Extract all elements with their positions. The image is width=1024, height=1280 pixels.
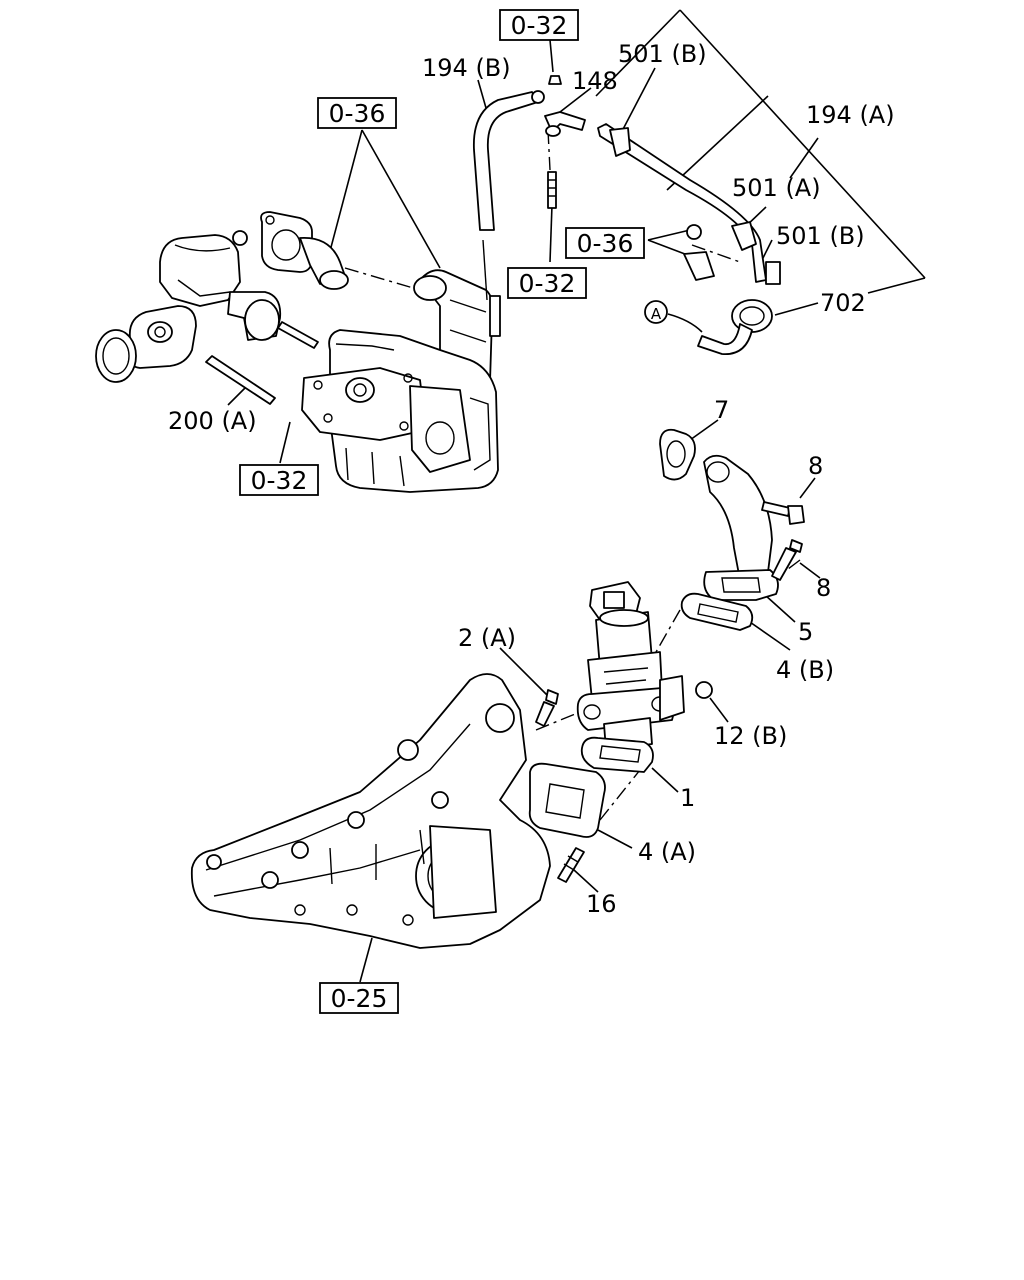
label-501b-right: 501 (B) — [776, 222, 865, 250]
nut-12b — [695, 681, 713, 699]
label-1: 1 — [680, 784, 695, 812]
label-8-lower: 8 — [816, 574, 831, 602]
ref-box-0-32-mid: 0-32 — [507, 267, 587, 299]
ref-0-32-top: 0-32 — [511, 11, 568, 40]
label-5: 5 — [798, 618, 813, 646]
gasket-4a — [528, 762, 606, 838]
label-4b: 4 (B) — [776, 656, 834, 684]
label-194b: 194 (B) — [422, 54, 511, 82]
ref-box-0-25: 0-25 — [319, 982, 399, 1014]
ref-0-36-left: 0-36 — [329, 99, 386, 128]
stud-16 — [557, 847, 585, 883]
ref-0-25: 0-25 — [331, 984, 388, 1013]
gasket-1 — [580, 736, 654, 773]
pipe-194a — [597, 123, 781, 285]
label-4a: 4 (A) — [638, 838, 696, 866]
egr-pipe-5 — [703, 454, 779, 601]
callout-labels: 194 (B) 148 501 (B) 194 (A) 501 (A) 501 … — [168, 40, 895, 918]
ref-box-0-32-top: 0-32 — [499, 9, 579, 41]
egr-cooler-assembly — [301, 269, 501, 493]
hose-702 — [697, 299, 773, 355]
ref-0-32-left: 0-32 — [251, 466, 308, 495]
ref-0-32-mid: 0-32 — [519, 269, 576, 298]
bracket-148 — [544, 75, 586, 209]
gasket-7 — [659, 428, 696, 481]
egr-valve-1 — [576, 581, 685, 751]
ref-box-0-36-left: 0-36 — [317, 97, 397, 129]
label-200a: 200 (A) — [168, 407, 257, 435]
hose-194b — [473, 90, 545, 301]
label-12b: 12 (B) — [714, 722, 787, 750]
label-2a: 2 (A) — [458, 624, 516, 652]
label-8-upper: 8 — [808, 452, 823, 480]
ref-box-0-32-left: 0-32 — [239, 464, 319, 496]
bolt-2a — [535, 689, 559, 727]
bolt-8-upper — [761, 501, 805, 525]
label-501a: 501 (A) — [732, 174, 821, 202]
gasket-4b — [680, 592, 754, 631]
label-194a: 194 (A) — [806, 101, 895, 129]
label-16: 16 — [586, 890, 617, 918]
label-702: 702 — [820, 289, 866, 317]
label-marker-a: A — [651, 305, 662, 323]
bolt-8-lower — [771, 539, 803, 581]
leader-lines — [227, 9, 926, 983]
ref-0-36-right: 0-36 — [577, 229, 634, 258]
circle-marker-a — [644, 300, 668, 324]
label-148: 148 — [572, 67, 618, 95]
ref-box-0-36-right: 0-36 — [565, 227, 645, 259]
intake-manifold — [190, 673, 551, 949]
water-outlet-pipe-assembly — [95, 211, 349, 405]
label-501b-top: 501 (B) — [618, 40, 707, 68]
label-7: 7 — [714, 396, 729, 424]
